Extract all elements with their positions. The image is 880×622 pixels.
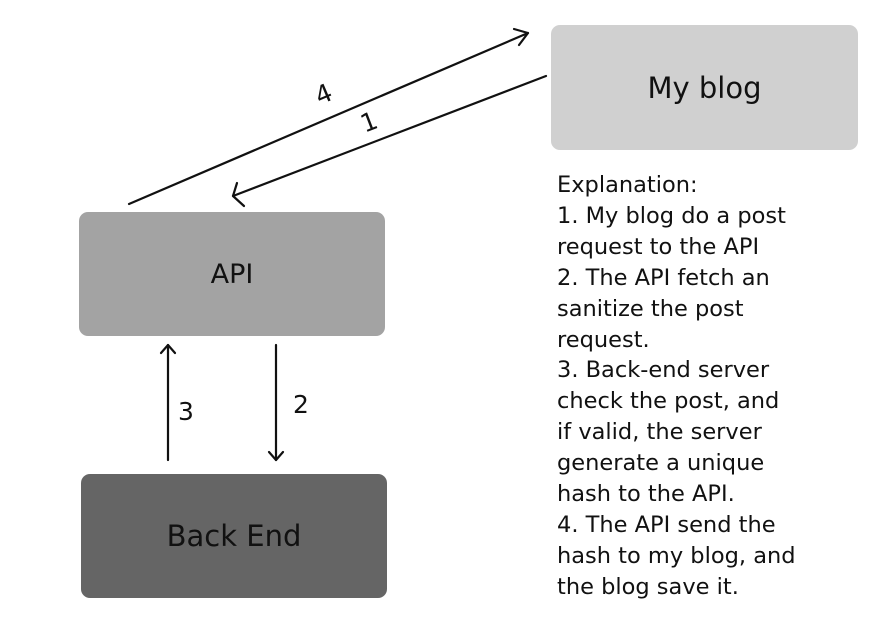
explanation-line: 4. The API send the xyxy=(557,511,776,538)
edge-label-1: 1 xyxy=(356,106,381,139)
explanation-line: sanitize the post xyxy=(557,295,744,322)
edge-1-arrowhead xyxy=(231,181,246,208)
explanation-line: generate a unique xyxy=(557,450,765,477)
explanation-line: 2. The API fetch an xyxy=(557,264,770,291)
edge-label-3: 3 xyxy=(178,397,194,426)
edge-label-2: 2 xyxy=(293,390,309,419)
explanation-line: request. xyxy=(557,326,650,353)
edge-1-arrow xyxy=(231,74,548,198)
explanation-line: the blog save it. xyxy=(557,573,739,600)
node-back-end-label: Back End xyxy=(166,519,302,553)
node-back-end: Back End xyxy=(81,474,387,598)
edge-4-arrowhead xyxy=(512,27,530,47)
node-my-blog: My blog xyxy=(551,25,858,150)
edge-4-arrow xyxy=(127,31,530,206)
explanation-line: check the post, and xyxy=(557,388,780,415)
edge-label-4: 4 xyxy=(311,78,337,111)
explanation-line: hash to the API. xyxy=(557,481,735,508)
explanation-line: 1. My blog do a post xyxy=(557,202,786,229)
node-api-label: API xyxy=(210,258,254,290)
explanation-line: hash to my blog, and xyxy=(557,542,796,569)
node-my-blog-label: My blog xyxy=(647,70,762,105)
explanation-line: if valid, the server xyxy=(557,419,762,446)
explanation-line: 3. Back-end server xyxy=(557,357,770,384)
explanation-heading: Explanation: xyxy=(557,172,698,198)
edge-3-arrowhead xyxy=(159,343,177,355)
explanation-line: request to the API xyxy=(557,233,760,260)
edge-2-arrowhead xyxy=(267,450,285,462)
explanation-text: Explanation: 1. My blog do a post reques… xyxy=(557,170,857,603)
node-api: API xyxy=(79,212,385,336)
